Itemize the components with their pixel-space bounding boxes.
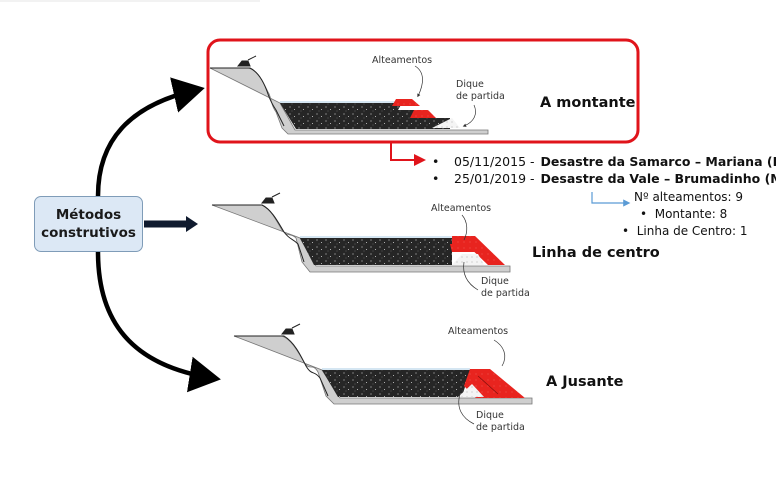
arrow-to-linha-centro-head [186,216,198,232]
method-label-montante: A montante [540,95,636,111]
event-name: Desastre da Samarco – Mariana (MG) [540,154,776,169]
annotation-dike-linha-centro-line1: Dique [481,276,509,287]
annotation-raises-jusante: Alteamentos [448,326,509,337]
annotation-dike-montante-line2: de partida [456,91,505,102]
event-date: 25/01/2019 - [454,171,535,186]
central-node-metodos-construtivos: Métodos construtivos [34,196,143,252]
dam-section-linha-centro [211,192,511,291]
event-item: • 25/01/2019 - Desastre da Vale – Brumad… [432,170,776,187]
montante-highlight-frame [206,38,640,144]
arrow-to-montante [95,77,205,197]
annotation-dike-linha-centro-line2: de partida [481,288,530,299]
events-connector-arrow [390,143,426,166]
annotation-raises-linha-centro: Alteamentos [431,203,492,214]
raises-stats-item: • Montante: 8 [640,207,728,221]
raises-stats: Nº alteamentos: 9 • Montante: 8 • Linha … [622,189,748,240]
annotation-dike-jusante-line1: Dique [476,410,504,421]
dam-section-jusante [233,323,533,425]
event-date: 05/11/2015 - [454,154,535,169]
annotation-dike-montante-line1: Dique [456,79,484,90]
central-node-line2: construtivos [41,225,136,241]
method-label-linha-centro: Linha de centro [532,245,660,261]
dam-section-montante [209,55,489,135]
disaster-events-list: • 05/11/2015 - Desastre da Samarco – Mar… [432,153,776,187]
event-name: Desastre da Vale – Brumadinho (MG) [540,171,776,186]
excavator-icon [236,55,257,67]
event-item: • 05/11/2015 - Desastre da Samarco – Mar… [432,153,776,170]
excavator-icon [280,323,301,335]
excavator-icon [260,192,281,204]
central-node-line1: Métodos [55,207,122,223]
annotation-dike-jusante-line2: de partida [476,422,525,433]
raises-stats-item: • Linha de Centro: 1 [622,224,748,238]
stats-connector-arrow [591,192,631,207]
method-label-jusante: A Jusante [546,374,624,390]
raises-stats-title: Nº alteamentos: 9 [634,190,744,204]
annotation-raises-montante: Alteamentos [372,55,433,66]
arrow-to-jusante [95,251,221,393]
